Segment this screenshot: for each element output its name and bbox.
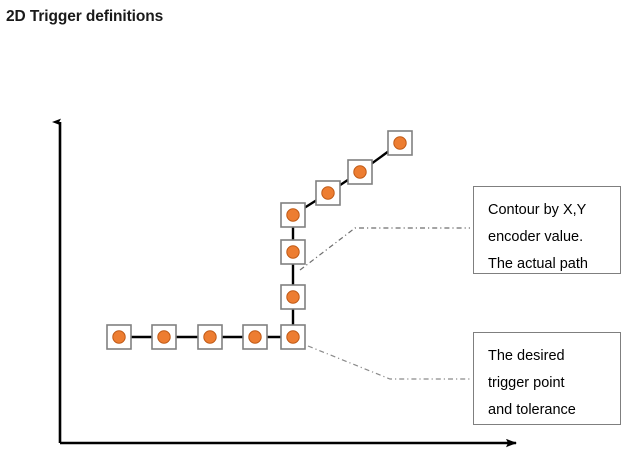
- data-marker[interactable]: [347, 159, 373, 185]
- data-marker[interactable]: [151, 324, 177, 350]
- data-marker[interactable]: [315, 180, 341, 206]
- axes: [60, 122, 517, 448]
- data-marker[interactable]: [242, 324, 268, 350]
- contour-callout-line-3: The actual path: [488, 256, 588, 272]
- data-marker[interactable]: [280, 239, 306, 265]
- contour-callout-line-2: encoder value.: [488, 229, 584, 245]
- trigger-callout-line-2: trigger point: [488, 375, 565, 391]
- data-marker[interactable]: [280, 284, 306, 310]
- trigger-callout-line-3: and tolerance: [488, 402, 576, 418]
- trigger-callout[interactable]: The desired trigger point and tolerance: [473, 332, 621, 425]
- contour-callout[interactable]: Contour by X,Y encoder value. The actual…: [473, 186, 621, 274]
- data-marker[interactable]: [106, 324, 132, 350]
- page-title: 2D Trigger definitions: [6, 8, 164, 25]
- contour-leader-line: [299, 227, 470, 271]
- data-marker-trigger-point[interactable]: [280, 324, 306, 350]
- trigger-leader-line: [307, 345, 470, 380]
- trigger-callout-line-1: The desired: [488, 348, 565, 364]
- contour-callout-line-1: Contour by X,Y: [488, 202, 587, 218]
- contour-markers: [106, 130, 413, 350]
- data-marker[interactable]: [197, 324, 223, 350]
- data-marker[interactable]: [280, 202, 306, 228]
- data-marker[interactable]: [387, 130, 413, 156]
